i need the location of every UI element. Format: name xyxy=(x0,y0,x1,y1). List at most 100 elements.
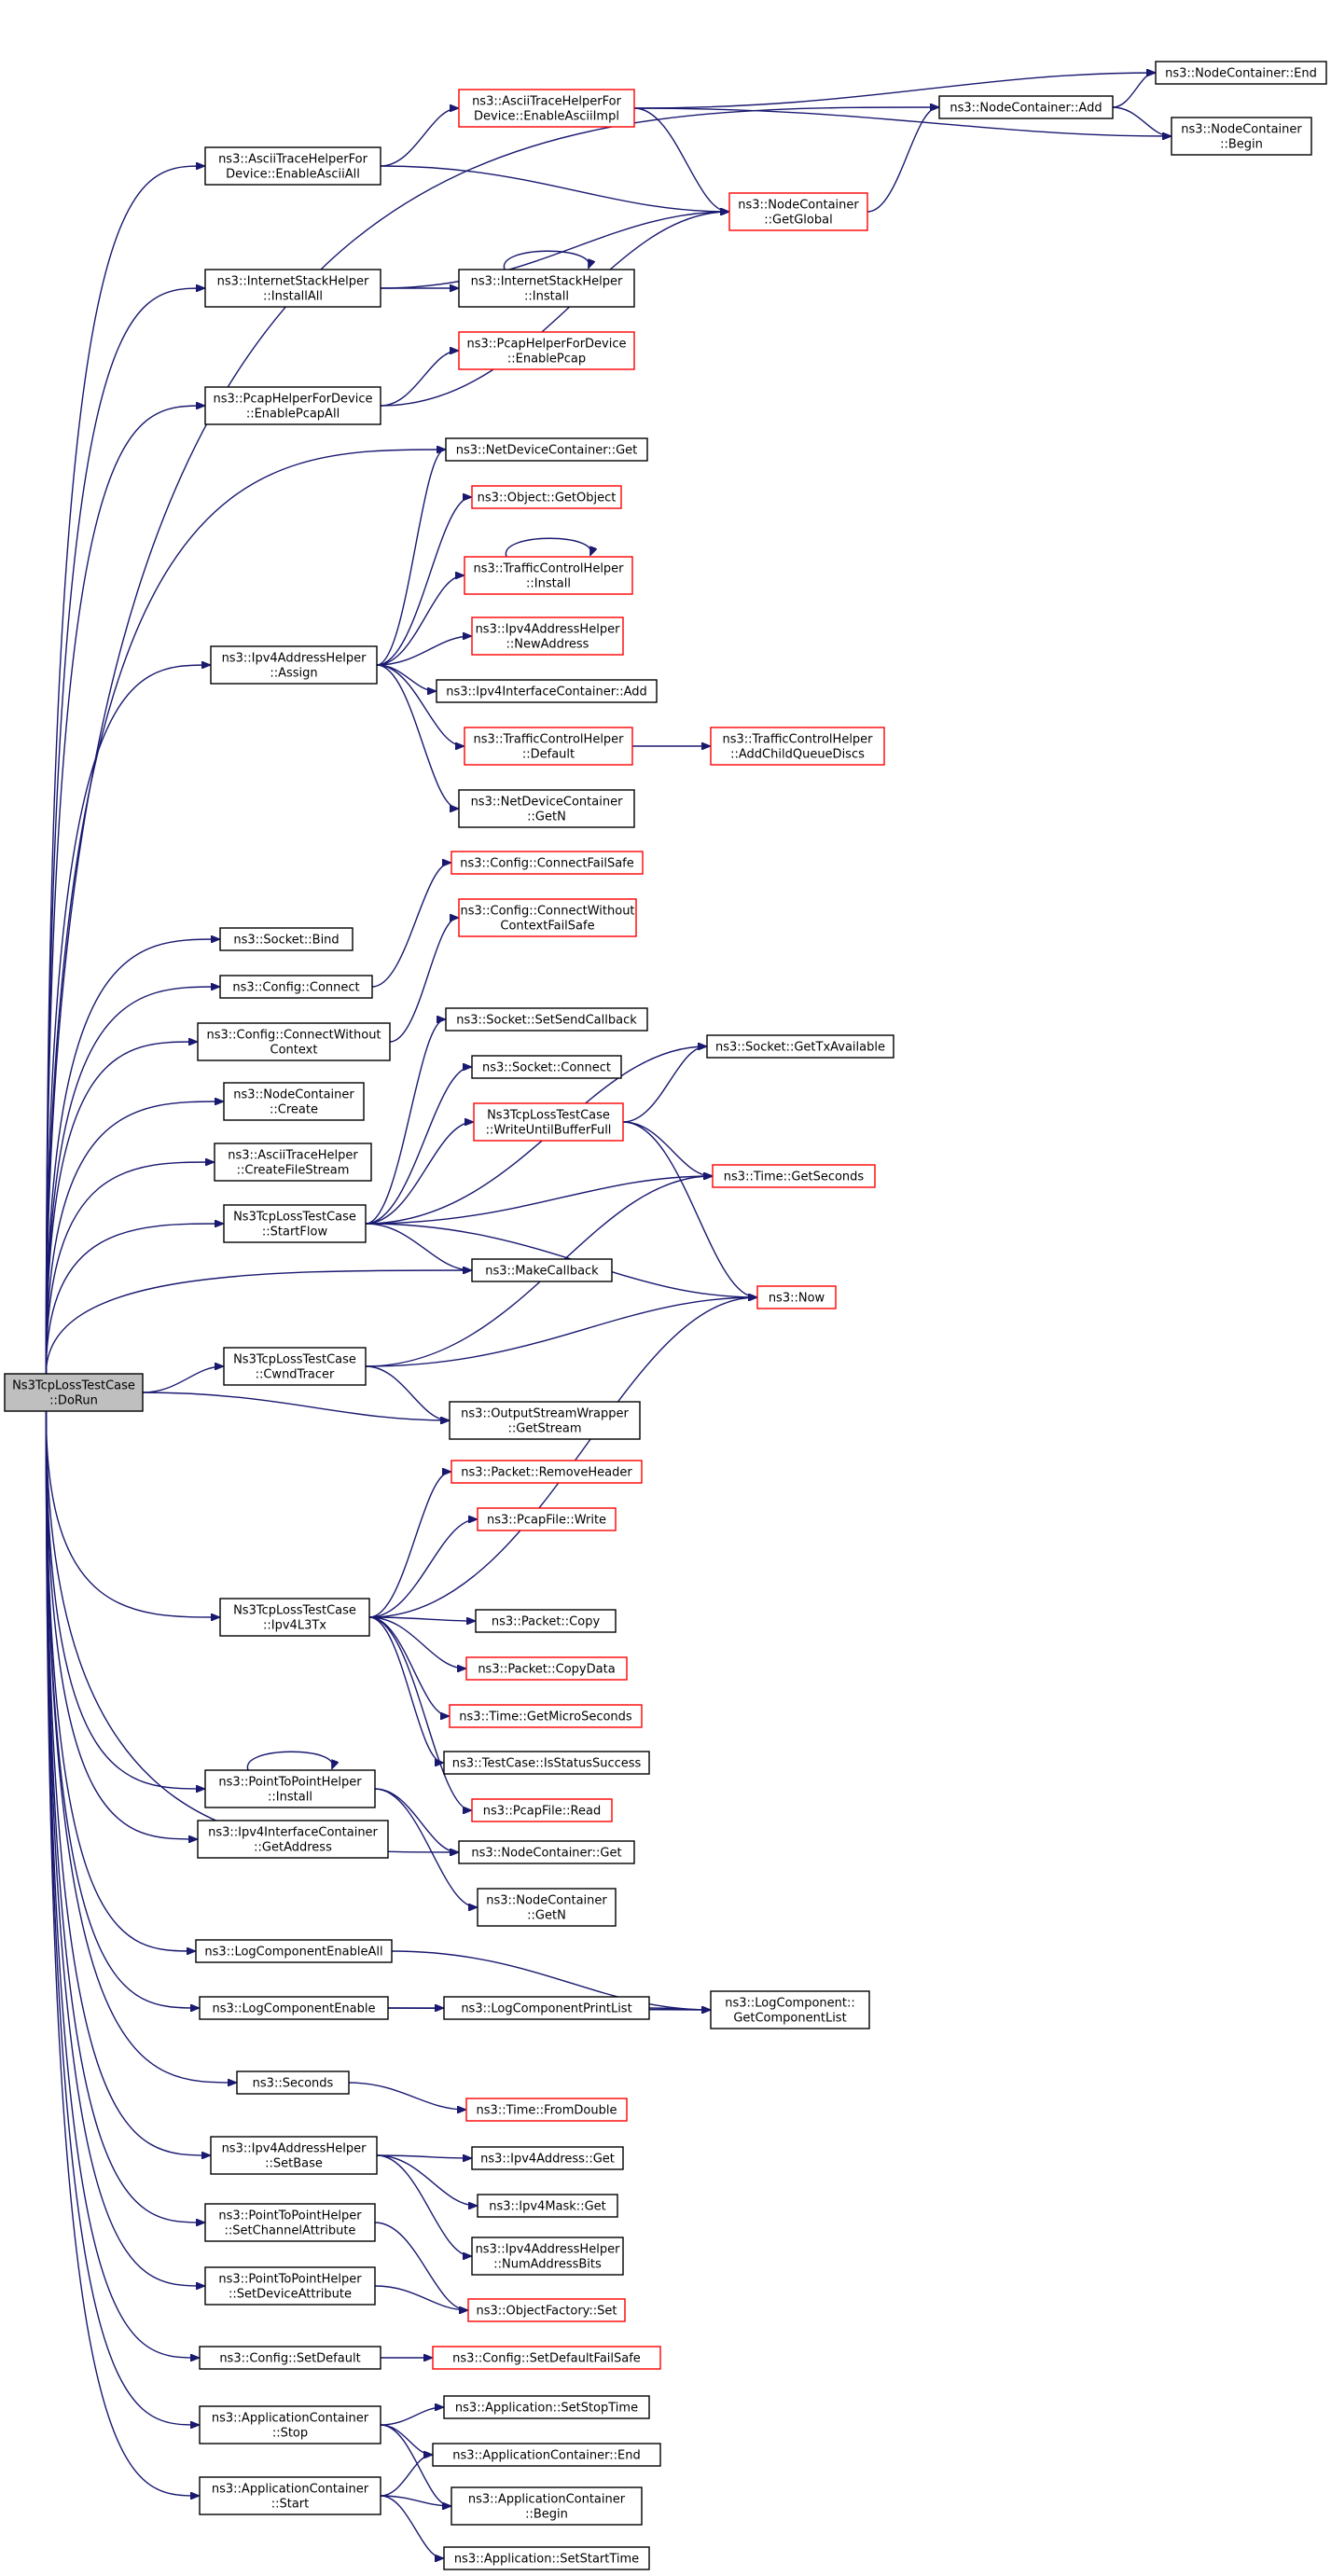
node-ish-install-all[interactable]: ns3::InternetStackHelper::InstallAll xyxy=(204,269,381,308)
node-obj-get-object[interactable]: ns3::Object::GetObject xyxy=(471,485,622,509)
node-label-line: ::GetAddress xyxy=(254,1841,332,1855)
node-ipv4-assign[interactable]: ns3::Ipv4AddressHelper::Assign xyxy=(210,645,378,685)
node-label-line: ::Install xyxy=(526,577,571,591)
root-node-root[interactable]: Ns3TcpLossTestCase::DoRun xyxy=(4,1373,144,1412)
edge-ascii-enable-all-to-nc-get-global xyxy=(380,165,728,212)
node-cfg-connect-fs[interactable]: ns3::Config::ConnectFailSafe xyxy=(451,851,644,875)
node-log-enable-all[interactable]: ns3::LogComponentEnableAll xyxy=(195,1939,393,1963)
node-ascii-enable-all[interactable]: ns3::AsciiTraceHelperForDevice::EnableAs… xyxy=(204,146,381,186)
node-app-start[interactable]: ns3::ApplicationContainer::Start xyxy=(199,2476,381,2515)
node-pcap-read[interactable]: ns3::PcapFile::Read xyxy=(471,1798,613,1822)
edge-ipv4-assign-to-ipv4-ic-add xyxy=(376,664,436,691)
node-box xyxy=(223,1347,367,1386)
node-nc-get-global[interactable]: ns3::NodeContainer::GetGlobal xyxy=(728,192,868,231)
edge-write-until-to-sock-get-tx-avail xyxy=(622,1046,706,1123)
node-start-flow[interactable]: Ns3TcpLossTestCase::StartFlow xyxy=(223,1204,367,1243)
node-ndc-get-n[interactable]: ns3::NetDeviceContainer::GetN xyxy=(458,789,635,828)
edge-start-flow-to-write-until xyxy=(365,1122,473,1225)
node-app-set-start[interactable]: ns3::Application::SetStartTime xyxy=(443,2546,650,2570)
node-obj-fact-set[interactable]: ns3::ObjectFactory::Set xyxy=(467,2298,626,2322)
node-tch-default[interactable]: ns3::TrafficControlHelper::Default xyxy=(464,727,633,766)
edge-cwnd-tracer-to-now xyxy=(365,1297,756,1367)
node-label-line: ::SetDeviceAttribute xyxy=(229,2288,352,2302)
node-nc-create[interactable]: ns3::NodeContainer::Create xyxy=(223,1082,365,1121)
node-time-get-seconds[interactable]: ns3::Time::GetSeconds xyxy=(712,1164,876,1188)
edge-ipv4-assign-to-obj-get-object xyxy=(376,497,471,666)
edge-root-to-pcap-enable-all xyxy=(45,406,204,1375)
node-nc-begin[interactable]: ns3::NodeContainer::Begin xyxy=(1171,117,1312,156)
node-ipv4-ic-get-addr[interactable]: ns3::Ipv4InterfaceContainer::GetAddress xyxy=(197,1820,389,1859)
node-box xyxy=(458,789,635,828)
node-app-set-stop[interactable]: ns3::Application::SetStopTime xyxy=(443,2395,650,2419)
node-ascii-enable-impl[interactable]: ns3::AsciiTraceHelperForDevice::EnableAs… xyxy=(458,89,635,128)
node-nc-get[interactable]: ns3::NodeContainer::Get xyxy=(458,1840,635,1864)
node-label-line: ns3::TrafficControlHelper xyxy=(722,733,873,747)
node-p2p-set-dev[interactable]: ns3::PointToPointHelper::SetDeviceAttrib… xyxy=(204,2266,376,2306)
node-log-get-list[interactable]: ns3::LogComponent::GetComponentList xyxy=(710,1990,870,2029)
node-label-line: ::Stop xyxy=(272,2427,308,2441)
node-cfg-set-default-fs[interactable]: ns3::Config::SetDefaultFailSafe xyxy=(432,2346,661,2370)
edge-root-to-app-stop xyxy=(45,1410,199,2425)
node-label-line: ns3::AsciiTraceHelperFor xyxy=(218,153,368,167)
node-osw-get-stream[interactable]: ns3::OutputStreamWrapper::GetStream xyxy=(449,1401,641,1440)
node-now[interactable]: ns3::Now xyxy=(756,1285,837,1309)
node-p2p-install[interactable]: ns3::PointToPointHelper::Install xyxy=(204,1769,376,1808)
node-ipv4-addr-get[interactable]: ns3::Ipv4Address::Get xyxy=(471,2146,624,2170)
node-nc-add[interactable]: ns3::NodeContainer::Add xyxy=(938,95,1114,119)
node-sock-get-tx-avail[interactable]: ns3::Socket::GetTxAvailable xyxy=(706,1034,894,1059)
node-write-until[interactable]: Ns3TcpLossTestCase::WriteUntilBufferFull xyxy=(473,1102,624,1142)
node-cfg-connect[interactable]: ns3::Config::Connect xyxy=(219,975,373,999)
edge-app-start-to-ac-begin xyxy=(380,2495,451,2506)
node-label-line: Device::EnableAsciiImpl xyxy=(474,110,619,124)
node-log-enable[interactable]: ns3::LogComponentEnable xyxy=(199,1996,389,2020)
node-ipv4-set-base[interactable]: ns3::Ipv4AddressHelper::SetBase xyxy=(210,2136,378,2175)
node-pkt-copy-data[interactable]: ns3::Packet::CopyData xyxy=(465,1656,628,1681)
edge-ipv4-l3-tx-to-pcap-write xyxy=(368,1519,477,1618)
node-sock-connect[interactable]: ns3::Socket::Connect xyxy=(471,1055,622,1079)
node-p2p-set-chan[interactable]: ns3::PointToPointHelper::SetChannelAttri… xyxy=(204,2203,376,2242)
edge-ish-install-to-ish-install xyxy=(504,250,589,270)
node-tch-install[interactable]: ns3::TrafficControlHelper::Install xyxy=(464,556,633,595)
node-ipv4-num-bits[interactable]: ns3::Ipv4AddressHelper::NumAddressBits xyxy=(471,2237,624,2276)
node-time-get-micro[interactable]: ns3::Time::GetMicroSeconds xyxy=(449,1704,643,1728)
node-ish-install[interactable]: ns3::InternetStackHelper::Install xyxy=(458,269,635,308)
node-ipv4-mask-get[interactable]: ns3::Ipv4Mask::Get xyxy=(477,2194,618,2218)
node-cfg-connect-wo-fs[interactable]: ns3::Config::ConnectWithoutContextFailSa… xyxy=(458,898,637,937)
node-tc-is-status[interactable]: ns3::TestCase::IsStatusSuccess xyxy=(443,1751,650,1775)
node-ac-end[interactable]: ns3::ApplicationContainer::End xyxy=(432,2443,661,2467)
node-label-line: ns3::Socket::GetTxAvailable xyxy=(715,1041,885,1055)
node-nc-get-n[interactable]: ns3::NodeContainer::GetN xyxy=(477,1888,617,1927)
node-label-line: ns3::InternetStackHelper xyxy=(217,275,369,289)
node-label-line: Device::EnableAsciiAll xyxy=(226,168,360,182)
edge-root-to-ipv4-l3-tx xyxy=(45,1410,219,1617)
node-ipv4-l3-tx[interactable]: Ns3TcpLossTestCase::Ipv4L3Tx xyxy=(219,1598,370,1637)
node-pkt-copy[interactable]: ns3::Packet::Copy xyxy=(475,1609,617,1633)
node-tch-add-child[interactable]: ns3::TrafficControlHelper::AddChildQueue… xyxy=(710,727,885,766)
node-cwnd-tracer[interactable]: Ns3TcpLossTestCase::CwndTracer xyxy=(223,1347,367,1386)
node-ndc-get[interactable]: ns3::NetDeviceContainer::Get xyxy=(445,437,648,462)
node-ipv4-new-addr[interactable]: ns3::Ipv4AddressHelper::NewAddress xyxy=(471,616,624,656)
node-ipv4-ic-add[interactable]: ns3::Ipv4InterfaceContainer::Add xyxy=(436,679,658,703)
node-pkt-remove-hdr[interactable]: ns3::Packet::RemoveHeader xyxy=(451,1460,643,1484)
node-label-line: ns3::AsciiTraceHelperFor xyxy=(472,95,622,109)
node-time-from-double[interactable]: ns3::Time::FromDouble xyxy=(465,2098,628,2122)
edge-tch-install-to-tch-install xyxy=(506,537,590,558)
node-socket-bind[interactable]: ns3::Socket::Bind xyxy=(219,927,354,951)
node-ac-begin[interactable]: ns3::ApplicationContainer::Begin xyxy=(451,2486,643,2526)
node-box xyxy=(195,1939,393,1963)
node-seconds[interactable]: ns3::Seconds xyxy=(236,2070,350,2095)
node-app-stop[interactable]: ns3::ApplicationContainer::Stop xyxy=(199,2405,381,2444)
node-log-print-list[interactable]: ns3::LogComponentPrintList xyxy=(443,1996,650,2020)
node-label-line: ::SetBase xyxy=(265,2157,323,2171)
node-make-callback[interactable]: ns3::MakeCallback xyxy=(471,1258,613,1282)
edge-ish-install-all-to-nc-get-global xyxy=(380,212,728,289)
node-cfg-set-default[interactable]: ns3::Config::SetDefault xyxy=(199,2346,381,2370)
node-sock-set-send-cb[interactable]: ns3::Socket::SetSendCallback xyxy=(445,1007,648,1032)
node-box xyxy=(477,1888,617,1927)
node-pcap-enable[interactable]: ns3::PcapHelperForDevice::EnablePcap xyxy=(458,331,635,370)
node-pcap-enable-all[interactable]: ns3::PcapHelperForDevice::EnablePcapAll xyxy=(204,386,381,425)
node-pcap-write[interactable]: ns3::PcapFile::Write xyxy=(477,1507,617,1531)
node-ascii-create-fs[interactable]: ns3::AsciiTraceHelper::CreateFileStream xyxy=(214,1143,372,1182)
node-nc-end[interactable]: ns3::NodeContainer::End xyxy=(1155,61,1327,85)
